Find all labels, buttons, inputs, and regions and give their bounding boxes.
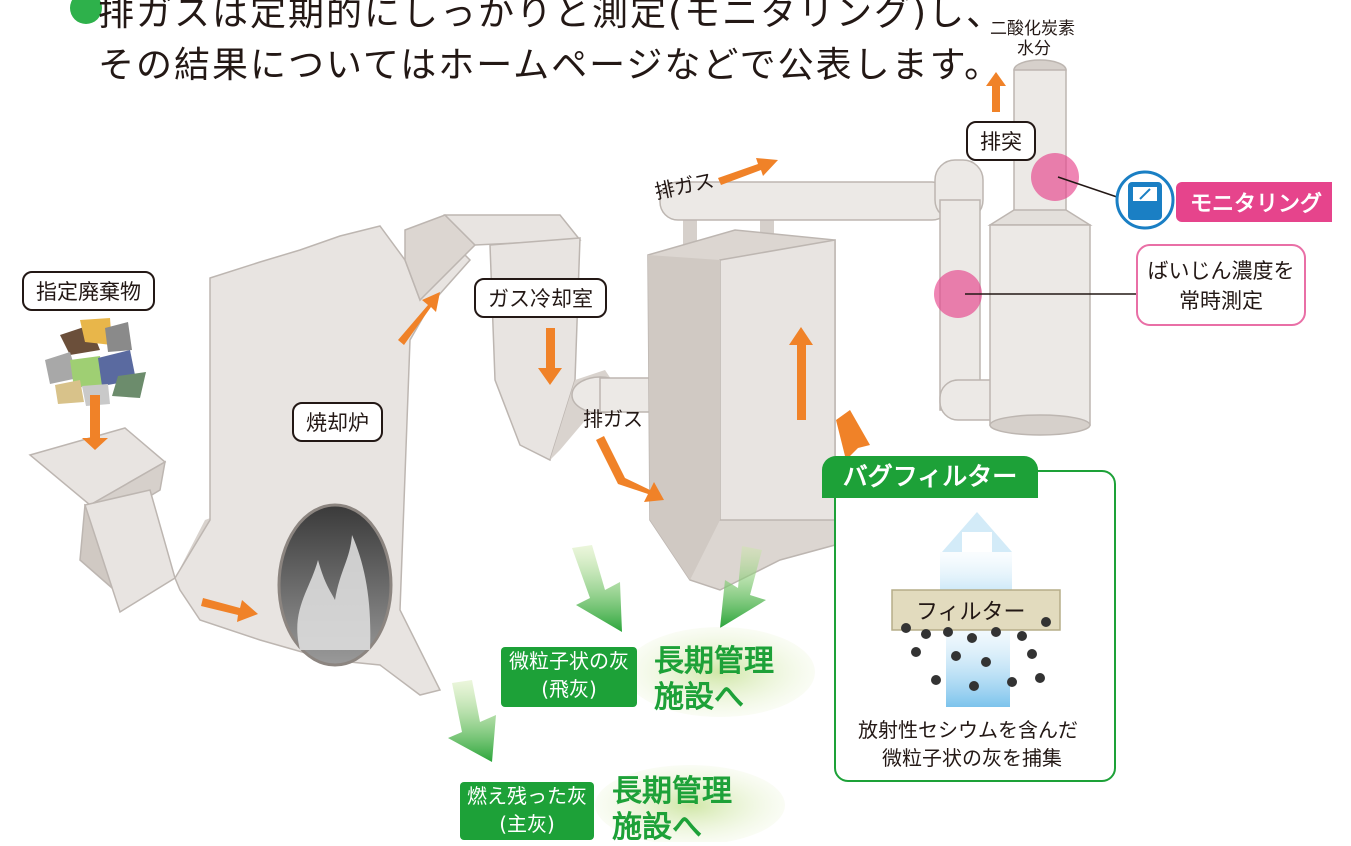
monitoring-tag: モニタリング	[1176, 182, 1333, 222]
gauge-icon	[1115, 170, 1175, 230]
monitoring-point-duct	[934, 270, 982, 318]
fly-ash-dest-line2: 施設へ	[654, 680, 744, 715]
main-ash-oval	[595, 765, 785, 842]
fly-ash-destination: 長期管理 施設へ	[654, 644, 774, 716]
chimney	[987, 59, 1093, 436]
monitoring-point-chimney	[1031, 153, 1079, 201]
caption-line2: 微粒子状の灰を捕集	[882, 746, 1062, 770]
fly-ash-oval	[625, 627, 815, 717]
bag-filter-title: バグフィルター	[822, 456, 1038, 498]
bag-filter-panel: フィルター 放射性セシウムを含んだ 微粒子状の灰を捕集	[834, 470, 1116, 782]
main-ash-dest-line2: 施設へ	[612, 810, 702, 845]
incinerator	[84, 214, 582, 696]
bullet-icon	[70, 0, 102, 24]
dust-monitor-box: ばいじん濃度を 常時測定	[1136, 244, 1306, 326]
main-ash-dest-line1: 長期管理	[612, 774, 732, 809]
waste-pile-icon	[45, 318, 146, 406]
bag-filter-housing	[647, 210, 836, 591]
main-ash-line1: 燃え残った灰	[467, 784, 587, 808]
co2-label: 二酸化炭素	[990, 19, 1075, 39]
heading-line1: 排ガスは定期的にしっかりと測定(モニタリング)し、	[98, 0, 1005, 34]
filter-illustration	[891, 512, 1061, 707]
caption-line1: 放射性セシウムを含んだ	[858, 718, 1078, 742]
water-label: 水分	[1017, 39, 1051, 59]
fly-ash-dest-line1: 長期管理	[654, 644, 774, 679]
fly-ash-tag: 微粒子状の灰 (飛灰)	[501, 647, 637, 707]
main-ash-destination: 長期管理 施設へ	[612, 774, 732, 846]
orange-arrows	[82, 72, 1006, 622]
gas-cooling-label: ガス冷却室	[474, 278, 607, 318]
green-arrows	[448, 545, 766, 762]
main-ash-tag: 燃え残った灰 (主灰)	[460, 782, 594, 840]
fly-ash-line2: (飛灰)	[541, 677, 597, 701]
heading-line2: その結果についてはホームページなどで公表します。	[98, 45, 1003, 86]
exhaust-gas-mid-label: 排ガス	[583, 407, 643, 431]
chimney-label: 排突	[966, 121, 1036, 161]
incinerator-label: 焼却炉	[292, 402, 383, 442]
waste-label: 指定廃棄物	[22, 271, 155, 311]
dust-line1: ばいじん濃度を	[1147, 259, 1295, 283]
filter-label: フィルター	[916, 600, 1026, 625]
main-ash-line2: (主灰)	[499, 812, 555, 836]
dust-line2: 常時測定	[1179, 289, 1263, 313]
fly-ash-line1: 微粒子状の灰	[509, 649, 629, 673]
